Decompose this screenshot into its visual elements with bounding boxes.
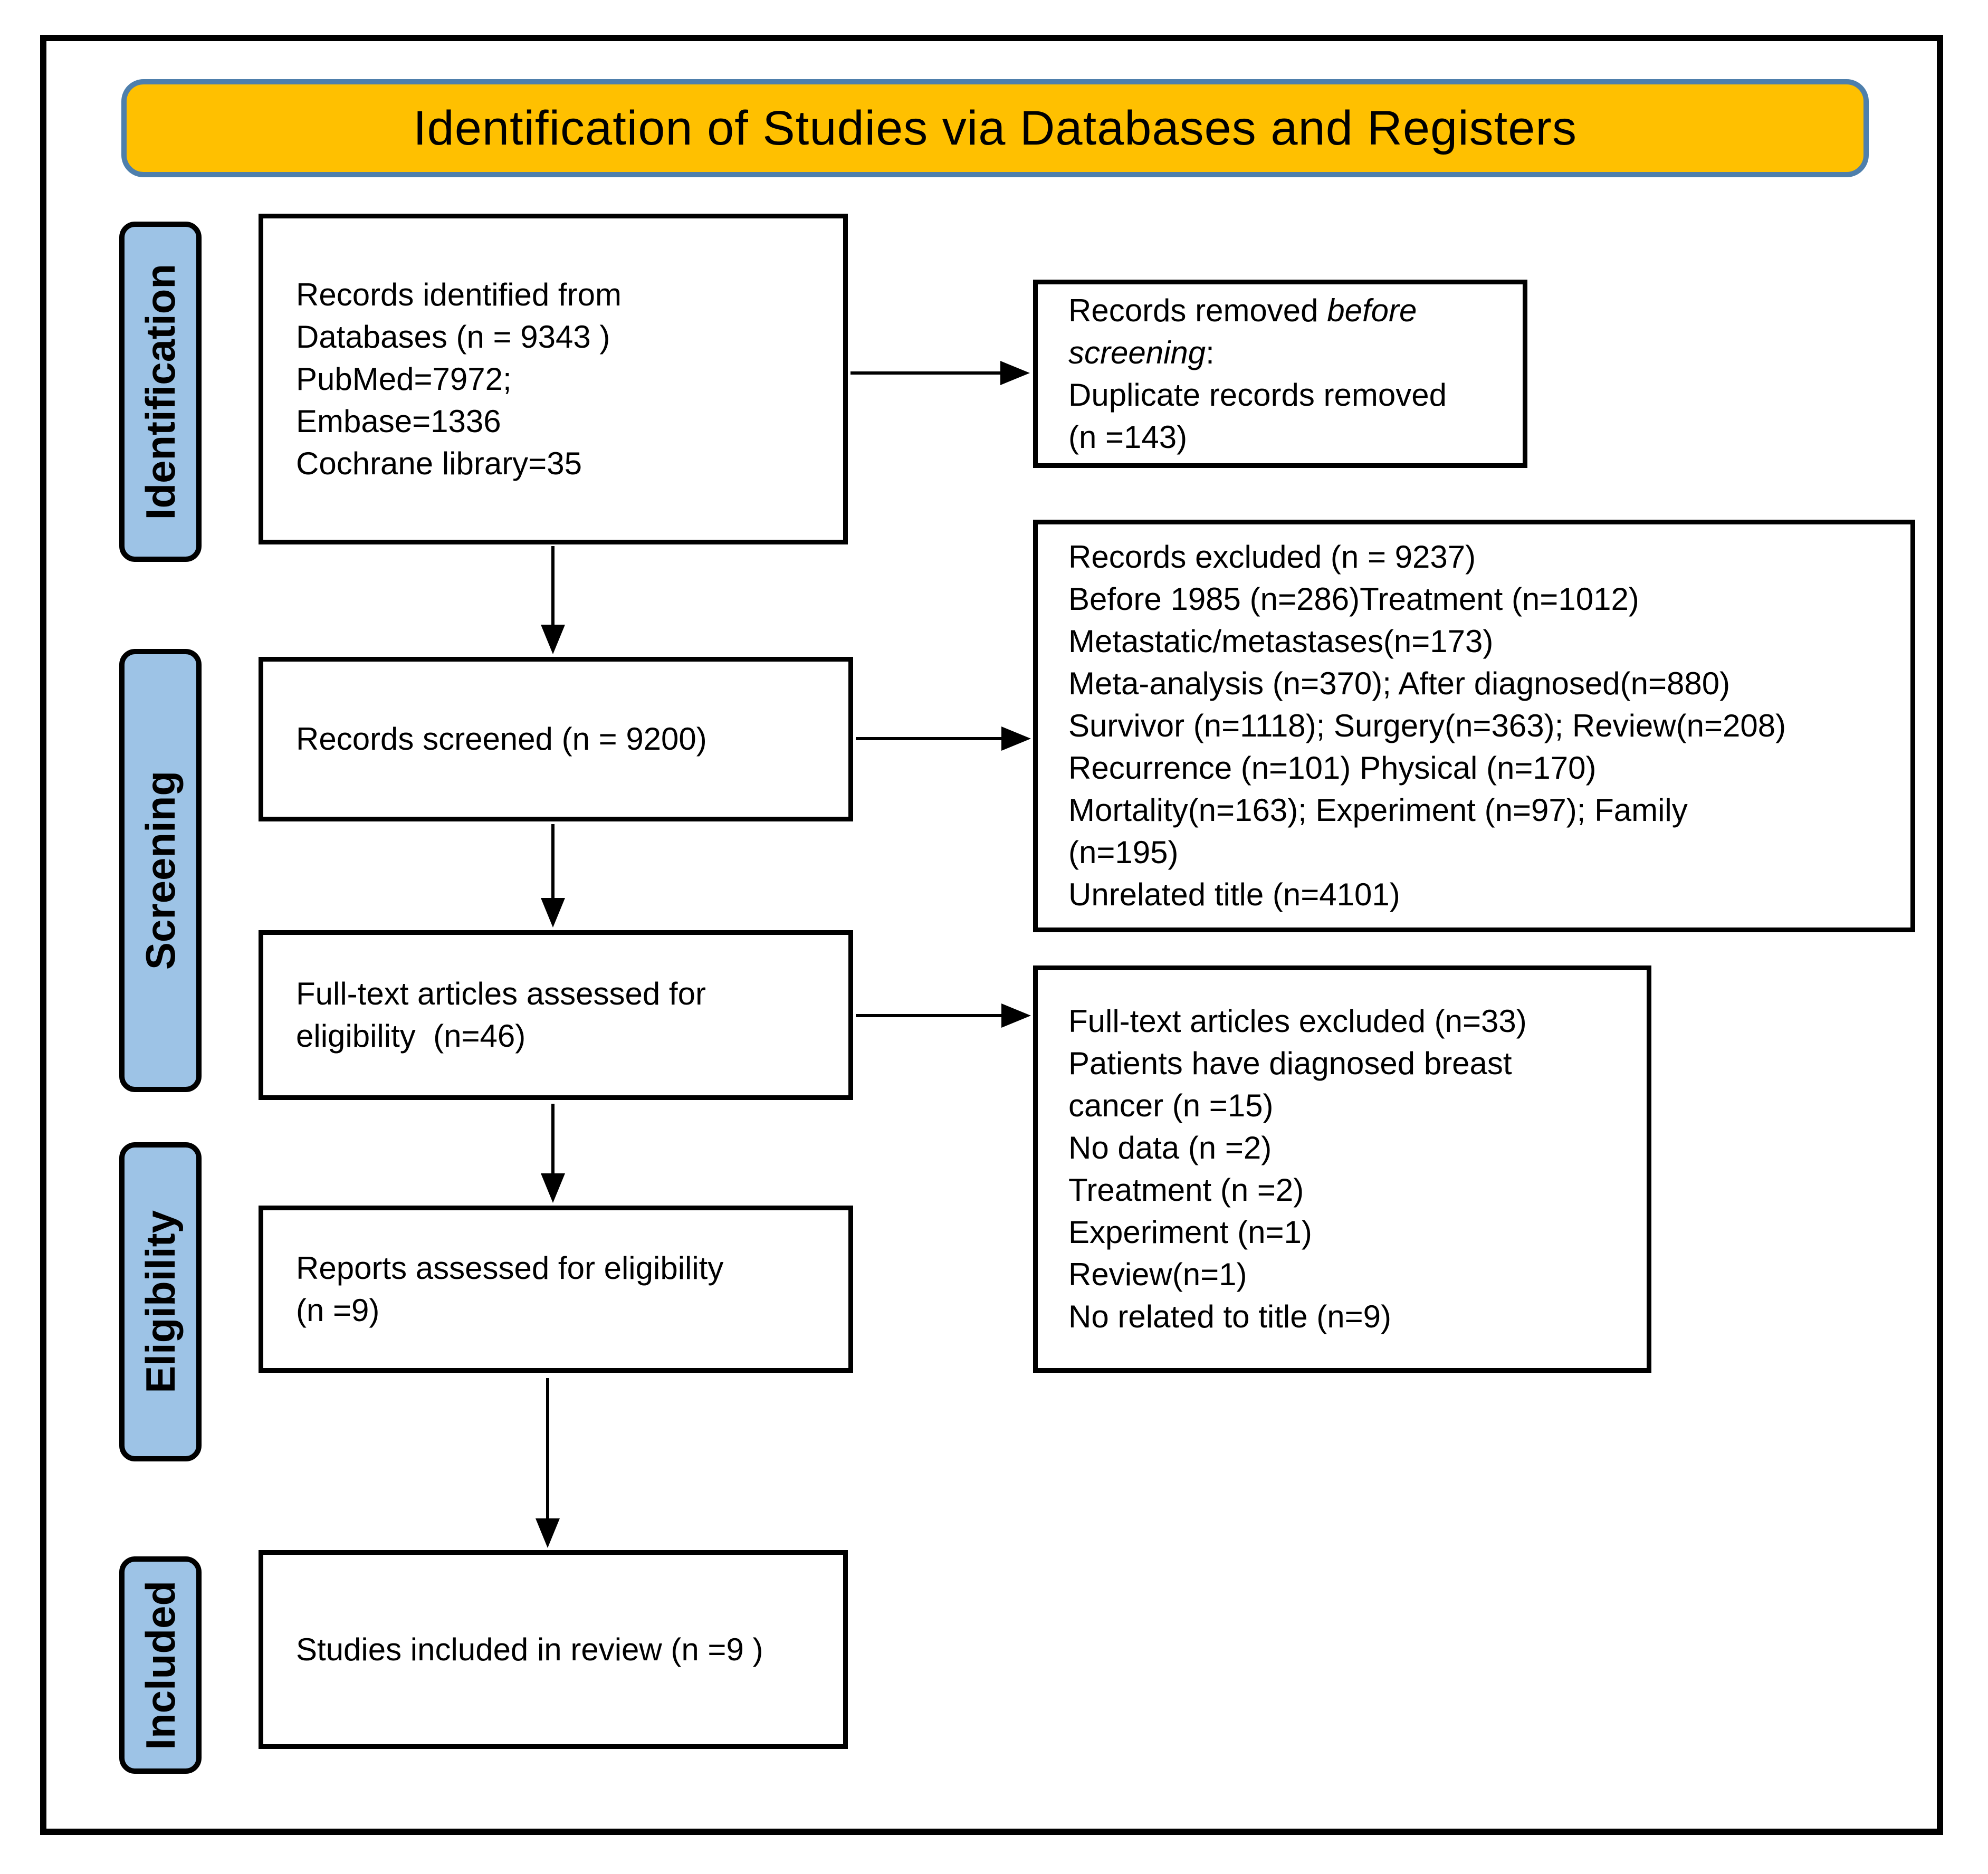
stage-label-screening: Screening bbox=[119, 649, 202, 1092]
text-line: cancer (n =15) bbox=[1068, 1088, 1274, 1123]
box-records-excluded: Records excluded (n = 9237) Before 1985 (… bbox=[1033, 520, 1915, 932]
text-line: Reports assessed for eligibility bbox=[296, 1250, 724, 1286]
stage-label-eligibility: Eligibility bbox=[119, 1142, 202, 1461]
text-line: PubMed=7972; bbox=[296, 361, 512, 397]
text-line: Mortality(n=163); Experiment (n=97); Fam… bbox=[1068, 792, 1688, 828]
text-line: screening: bbox=[1068, 332, 1523, 374]
text-line: Treatment (n =2) bbox=[1068, 1172, 1304, 1208]
box-fulltext-assessed: Full-text articles assessed for eligibili… bbox=[259, 930, 853, 1100]
box-reports-assessed: Reports assessed for eligibility (n =9) bbox=[259, 1206, 853, 1373]
text-line: (n =143) bbox=[1068, 419, 1188, 455]
stage-label-included: Included bbox=[119, 1556, 202, 1774]
stage-label-text: Eligibility bbox=[137, 1210, 184, 1393]
text-line: No data (n =2) bbox=[1068, 1130, 1272, 1165]
stage-label-identification: Identification bbox=[119, 222, 202, 562]
text-line: Cochrane library=35 bbox=[296, 445, 582, 481]
text-line: Full-text articles assessed for bbox=[296, 976, 706, 1011]
text-line: Databases (n = 9343 ) bbox=[296, 319, 610, 355]
text-line: Records identified from bbox=[296, 276, 622, 312]
text-line: (n =9) bbox=[296, 1292, 380, 1328]
text-line: Unrelated title (n=4101) bbox=[1068, 877, 1400, 912]
text-line: Meta-analysis (n=370); After diagnosed(n… bbox=[1068, 666, 1731, 701]
text-line: Records screened (n = 9200) bbox=[296, 721, 707, 757]
text-line: Full-text articles excluded (n=33) bbox=[1068, 1003, 1527, 1039]
text-line: Experiment (n=1) bbox=[1068, 1215, 1312, 1250]
text-line: Metastatic/metastases(n=173) bbox=[1068, 624, 1494, 659]
text-line: Duplicate records removed bbox=[1068, 377, 1447, 413]
text-line: Patients have diagnosed breast bbox=[1068, 1046, 1512, 1081]
text-line: Studies included in review (n =9 ) bbox=[296, 1631, 763, 1667]
text-line: Review(n=1) bbox=[1068, 1257, 1247, 1292]
text-line: Records removed before bbox=[1068, 290, 1523, 332]
text-line: Records excluded (n = 9237) bbox=[1068, 539, 1476, 575]
italic-text-segment: screening bbox=[1068, 334, 1206, 370]
title-banner: Identification of Studies via Databases … bbox=[121, 79, 1869, 177]
text-line: (n=195) bbox=[1068, 835, 1179, 870]
text-line: Survivor (n=1118); Surgery(n=363); Revie… bbox=[1068, 708, 1786, 743]
text-line: eligibility (n=46) bbox=[296, 1018, 526, 1054]
box-records-screened: Records screened (n = 9200) bbox=[259, 657, 853, 821]
box-studies-included: Studies included in review (n =9 ) bbox=[259, 1550, 848, 1749]
diagram-title: Identification of Studies via Databases … bbox=[413, 101, 1577, 155]
diagram-outer-frame bbox=[40, 35, 1943, 1835]
stage-label-text: Screening bbox=[137, 771, 184, 970]
text-line: Before 1985 (n=286)Treatment (n=1012) bbox=[1068, 581, 1639, 617]
text-line: Embase=1336 bbox=[296, 403, 501, 439]
text-line: No related to title (n=9) bbox=[1068, 1299, 1391, 1334]
text-segment: : bbox=[1206, 334, 1215, 370]
stage-label-text: Identification bbox=[137, 263, 184, 520]
text-segment: Records removed bbox=[1068, 292, 1327, 328]
box-fulltext-excluded: Full-text articles excluded (n=33) Patien… bbox=[1033, 965, 1651, 1373]
stage-label-text: Included bbox=[137, 1580, 184, 1750]
text-line: Recurrence (n=101) Physical (n=170) bbox=[1068, 750, 1597, 786]
italic-text-segment: before bbox=[1327, 292, 1417, 328]
